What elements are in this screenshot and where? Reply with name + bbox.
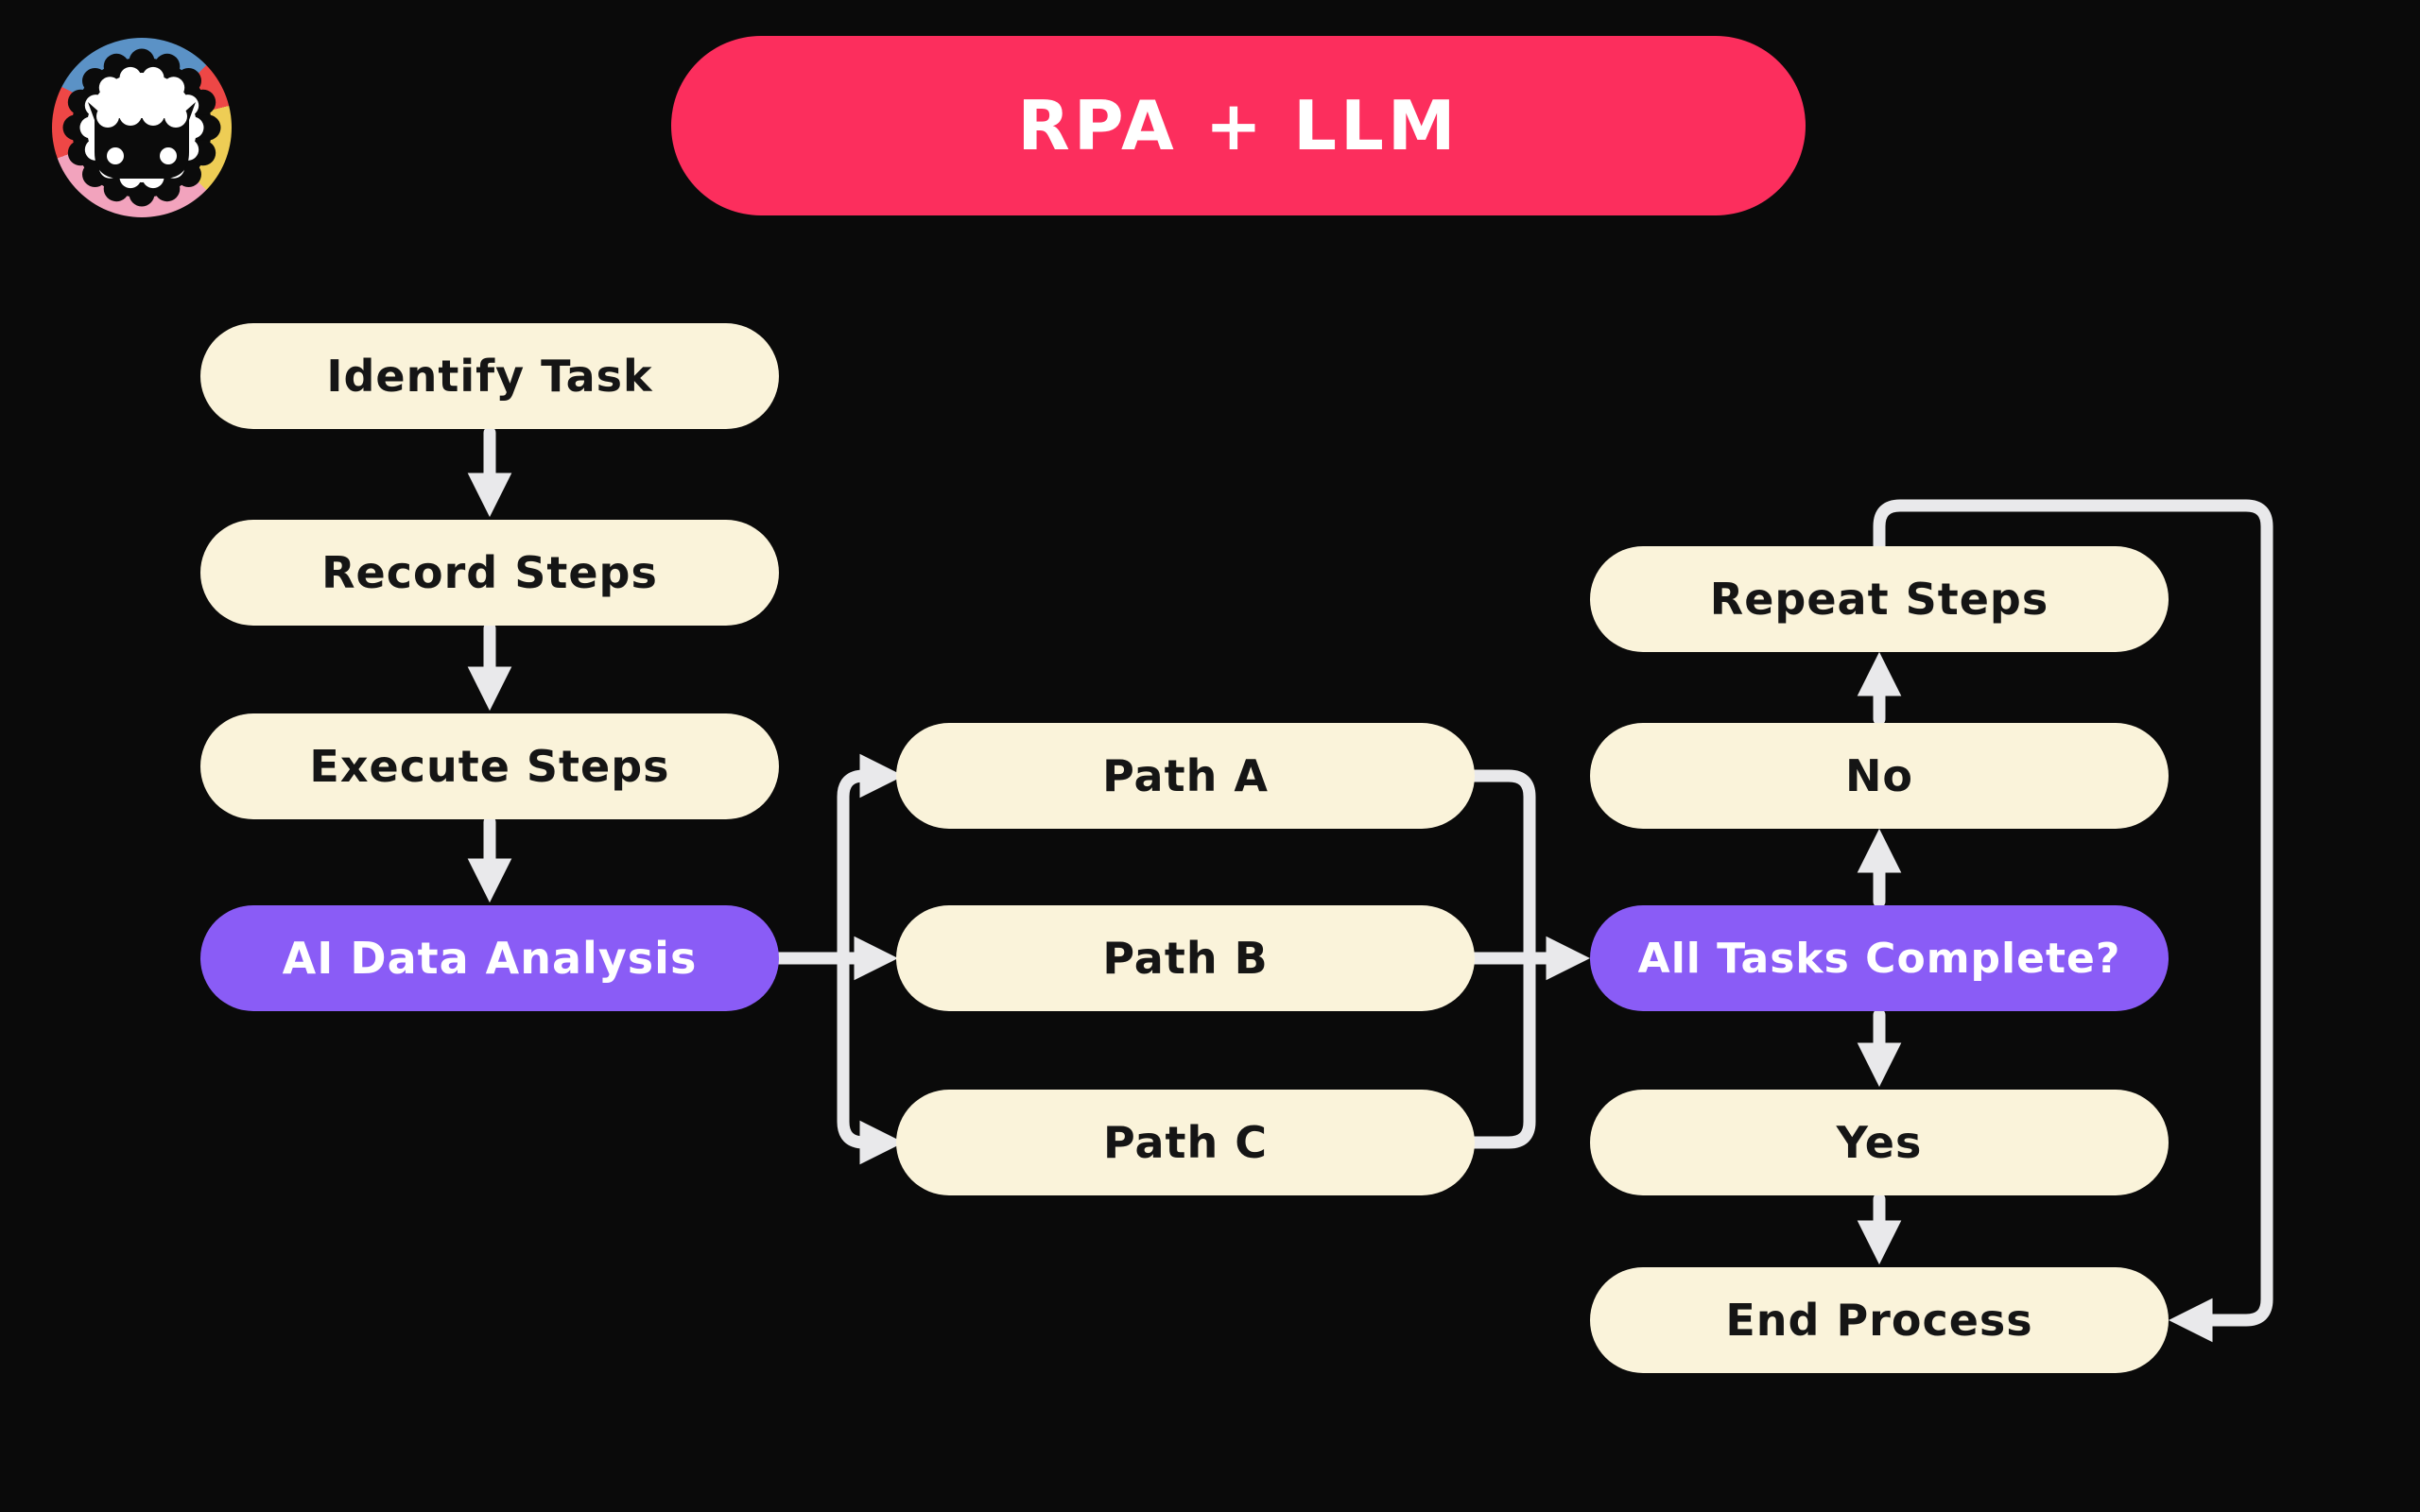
edge-ai-path-c [837,952,905,1165]
left-eye [107,147,124,164]
edge-path-a-join [1468,769,1536,965]
node-path-c: Path C [896,1090,1475,1195]
node-identify-task: Identify Task [200,323,779,429]
node-all-tasks-complete: All Tasks Complete? [1590,905,2169,1011]
bangs [96,103,187,128]
title-text: RPA + LLM [1017,86,1460,165]
node-path-a: Path A [896,723,1475,829]
node-no: No [1590,723,2169,829]
sheep-icon [62,48,221,207]
sheep-face [88,102,196,179]
edge-ai-path-a [837,753,905,965]
edge-path-c-join [1468,952,1536,1149]
right-eye [160,147,177,164]
node-end-process: End Process [1590,1267,2169,1373]
node-record-steps: Record Steps [200,520,779,626]
node-yes: Yes [1590,1090,2169,1195]
edge-repeat-end-loop [1873,499,2273,1343]
node-execute-steps: Execute Steps [200,713,779,819]
node-ai-data-analysis: AI Data Analysis [200,905,779,1011]
node-path-b: Path B [896,905,1475,1011]
sheep-avatar-logo [52,38,232,217]
title-banner: RPA + LLM [671,36,1806,215]
node-repeat-steps: Repeat Steps [1590,546,2169,652]
